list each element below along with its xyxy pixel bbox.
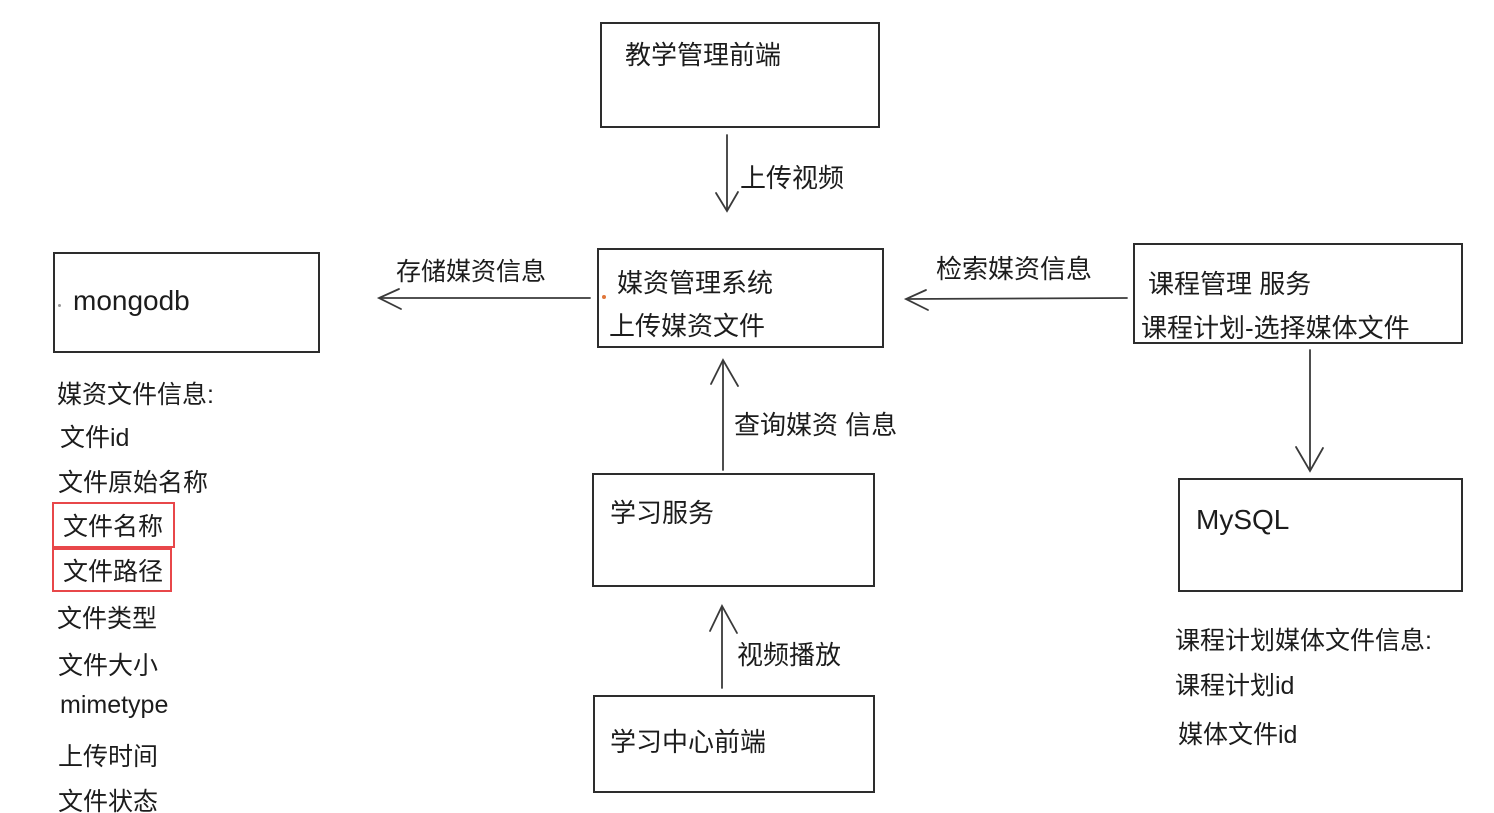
- stray-orange-dot: [602, 295, 606, 299]
- mongodb-field-item: mimetype: [60, 691, 169, 719]
- mongodb-field-item-label: 文件名称: [63, 513, 164, 541]
- node-mysql: MySQL: [1178, 478, 1463, 592]
- arrow-search-media-info: [903, 289, 1128, 311]
- arrow-store-media-info: [376, 288, 591, 310]
- mongodb-field-item-highlighted: 文件路径: [52, 548, 172, 592]
- node-learning-service-label: 学习服务: [610, 498, 715, 528]
- edge-label-search-media-info: 检索媒资信息: [936, 254, 1093, 284]
- edge-label-upload-video: 上传视频: [740, 163, 845, 193]
- edge-label-video-play: 视频播放: [737, 640, 842, 670]
- mongodb-field-item-highlighted: 文件名称: [52, 502, 175, 548]
- node-learning-center-frontend-label: 学习中心前端: [610, 727, 767, 757]
- mongodb-fields-title: 媒资文件信息:: [57, 381, 214, 409]
- node-learning-center-frontend: 学习中心前端: [593, 695, 875, 793]
- node-media-system-line1: 媒资管理系统: [617, 268, 774, 298]
- mongodb-field-item: 文件状态: [58, 788, 159, 813]
- mongodb-field-item: 文件原始名称: [58, 469, 209, 497]
- mongodb-field-item: 文件类型: [57, 605, 158, 633]
- node-teaching-frontend-label: 教学管理前端: [625, 40, 782, 70]
- node-mongodb-label: mongodb: [73, 285, 190, 316]
- stray-gray-dot: [58, 304, 61, 307]
- mysql-fields-title: 课程计划媒体文件信息:: [1175, 627, 1432, 655]
- node-learning-service: 学习服务: [592, 473, 875, 587]
- node-course-service-line1: 课程管理 服务: [1148, 269, 1312, 299]
- node-media-system: 媒资管理系统 上传媒资文件: [597, 248, 884, 348]
- edge-label-store-media-info: 存储媒资信息: [396, 258, 547, 286]
- node-mongodb: mongodb: [53, 252, 320, 353]
- mongodb-field-item: 文件id: [60, 424, 130, 452]
- arrow-video-play: [709, 604, 738, 689]
- mongodb-field-item: 文件大小: [58, 652, 159, 680]
- edge-label-query-media-info: 查询媒资 信息: [734, 410, 898, 440]
- node-course-service-line2: 课程计划-选择媒体文件: [1141, 313, 1410, 343]
- mysql-field-item: 课程计划id: [1175, 672, 1295, 700]
- mysql-field-item: 媒体文件id: [1178, 721, 1298, 749]
- node-media-system-line2: 上传媒资文件: [609, 311, 766, 341]
- arrow-upload-video: [715, 134, 739, 213]
- node-mysql-label: MySQL: [1196, 504, 1290, 535]
- mongodb-field-item-label: 文件路径: [63, 558, 164, 586]
- mongodb-field-item: 上传时间: [58, 743, 159, 771]
- node-teaching-frontend: 教学管理前端: [600, 22, 880, 128]
- arrow-course-to-mysql: [1295, 349, 1324, 473]
- node-course-service: 课程管理 服务 课程计划-选择媒体文件: [1133, 243, 1463, 344]
